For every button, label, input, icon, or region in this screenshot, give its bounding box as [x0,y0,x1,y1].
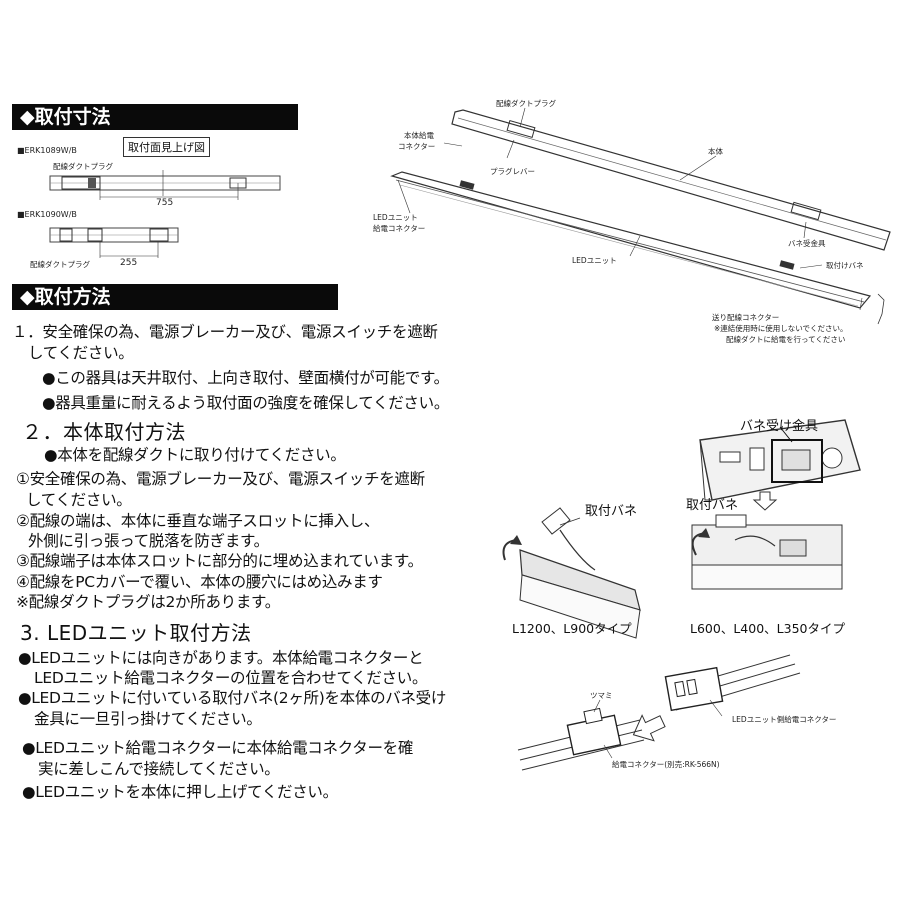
spring-bracket-fig-label: バネ受け金具 [740,419,819,434]
step3-bullet2a: ●LEDユニットに付いている取付バネ(2ヶ所)を本体のバネ受け [18,689,447,707]
type-long-label: L1200、L900タイプ [512,621,632,636]
feed-connector-fig-label: 給電コネクター(別売:RK-566N) [612,760,720,769]
step2-bullet1: ●本体を配線ダクトに取り付けてください。 [44,446,346,464]
mount-spring-short-label: 取付バネ [686,498,739,513]
knob-label: ツマミ [590,691,613,700]
step2-item3: ③配線端子は本体スロットに部分的に埋め込まれています。 [16,552,423,570]
spring-bracket-label: バネ受金具 [788,239,826,248]
view-label: 取付面見上げ図 [123,137,210,157]
step3-bullet3b: 実に差しこんで接続してください。 [38,760,280,778]
mount-spring-long-label: 取付バネ [585,504,638,519]
step1-line1: １．安全確保の為、電源ブレーカー及び、電源スイッチを遮断 [12,323,438,341]
step3-bullet1b: LEDユニット給電コネクターの位置を合わせてください。 [34,669,428,687]
led-unit-label: LEDユニット [572,256,617,265]
step1-bullet1: ●この器具は天井取付、上向き取付、壁面横付が可能です。 [42,369,449,387]
step3-bullet2b: 金具に一旦引っ掛けてください。 [34,710,262,728]
model2-plug-label: 配線ダクトプラグ [30,260,90,269]
step2-title: ２．本体取付方法 [22,420,186,444]
body-label: 本体 [708,147,723,156]
model1-drawing [49,170,281,200]
led-side-connector-label: LEDユニット側給電コネクター [732,715,837,724]
model1-label: ■ERK1089W/B [17,146,77,155]
model2-dimension: 255 [120,258,138,268]
step3-bullet4: ●LEDユニットを本体に押し上げてください。 [22,783,338,801]
plug-lever-label: プラグレバー [490,167,535,176]
duct-plug-label: 配線ダクトプラグ [496,99,556,108]
body-connector-label-1: 本体給電 [404,131,434,140]
model1-plug-label: 配線ダクトプラグ [53,162,113,171]
step2-item2a: ②配線の端は、本体に垂直な端子スロットに挿入し、 [16,512,380,530]
step2-item1a: ①安全確保の為、電源ブレーカー及び、電源スイッチを遮断 [16,470,425,488]
feed-note-2: 配線ダクトに給電を行ってください [726,335,846,344]
model2-label: ■ERK1090W/B [17,210,77,219]
step2-note: ※配線ダクトプラグは2か所あります。 [16,593,280,611]
mount-spring-label: 取付けバネ [826,261,864,270]
step3-title: 3. LEDユニット取付方法 [20,621,252,645]
feed-connector-label: 送り配線コネクター [712,313,780,322]
dimensions-section-title: ◆取付寸法 [12,104,298,130]
led-connector-label-2: 給電コネクター [373,224,426,233]
led-connector-label-1: LEDユニット [373,213,418,222]
step1-bullet2: ●器具重量に耐えるよう取付面の強度を確保してください。 [42,394,450,412]
body-connector-label-2: コネクター [398,142,436,151]
method-section-title: ◆取付方法 [12,284,338,310]
main-diagram [390,107,891,325]
step2-item1b: してください。 [26,491,132,509]
type-short-label: L600、L400、L350タイプ [690,621,845,636]
step1-line2: してください。 [28,344,134,362]
model1-dimension: 755 [156,198,174,208]
model2-drawing [49,227,179,258]
step3-bullet3a: ●LEDユニット給電コネクターに本体給電コネクターを確 [22,739,414,757]
feed-note-1: ※連結使用時に使用しないでください。 [714,324,848,333]
step2-item4: ④配線をPCカバーで覆い、本体の腰穴にはめ込みます [16,573,383,591]
step2-item2b: 外側に引っ張って脱落を防ぎます。 [28,532,269,550]
step3-bullet1a: ●LEDユニットには向きがあります。本体給電コネクターと [18,649,424,667]
